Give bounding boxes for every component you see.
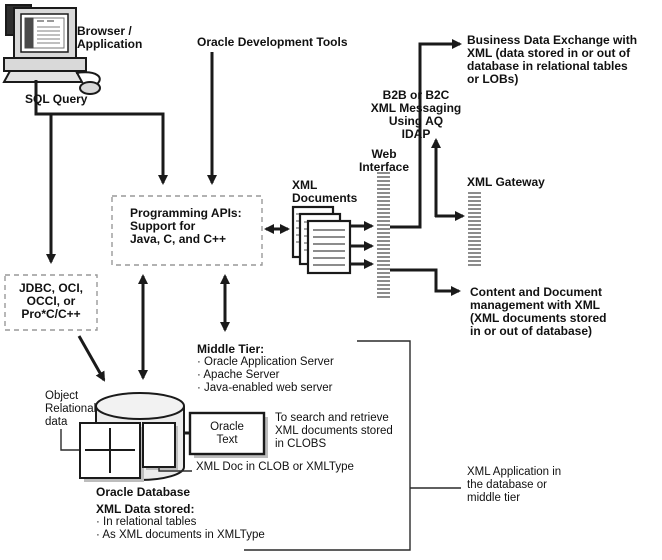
clob-label-pointer [158, 467, 192, 472]
oracle-dev-tools-label: Oracle Development Tools [197, 35, 348, 49]
xml-documents-icon [291, 205, 352, 275]
arrow-jdbc-to-database [77, 335, 106, 382]
sql-query-label: SQL Query [25, 92, 88, 106]
xml-documents-label: XML Documents [292, 178, 358, 205]
xml-data-stored-title: XML Data stored: [96, 502, 195, 516]
browser-window-glyph [24, 17, 65, 49]
middle-tier-title: Middle Tier: [197, 342, 265, 356]
object-relational-pointer [60, 429, 79, 451]
web-interface-label: Web Interface [358, 147, 410, 174]
clob-doc-icon [142, 422, 178, 470]
jdbc-box [4, 274, 98, 331]
xml-gateway-label: XML Gateway [467, 175, 545, 189]
browser-application-label: Browser / Application [77, 24, 143, 51]
object-relational-label: Object Relational data [45, 390, 97, 428]
content-management-label: Content and Document management with XML… [470, 285, 607, 338]
oracle-text-box [188, 411, 268, 458]
search-retrieve-label: To search and retrieve XML documents sto… [275, 412, 393, 450]
arrow-sql-to-apis [34, 80, 168, 185]
middle-tier-items: · Oracle Application Server · Apache Ser… [197, 356, 334, 394]
bracket [244, 340, 411, 551]
business-data-exchange-label: Business Data Exchange with XML (data st… [467, 33, 638, 86]
programming-apis-box [111, 195, 263, 266]
b2b-messaging-label: B2B or B2C XML Messaging Using AQ IDAP [370, 88, 462, 141]
relational-table-icon [79, 422, 144, 482]
arrow-web-to-content [389, 268, 461, 296]
connector-lines [34, 39, 465, 438]
oracle-database-label: Oracle Database [96, 485, 191, 499]
arrow-web-to-business-exchange [389, 39, 462, 229]
computer-icon [2, 4, 101, 95]
jdbc-label: JDBC, OCI, OCCI, or Pro*C/C++ [18, 281, 83, 321]
reference-lines [60, 340, 461, 551]
oracle-text-label: Oracle Text [210, 421, 244, 446]
web-interface-bar [377, 172, 390, 298]
xml-doc-clob-label: XML Doc in CLOB or XMLType [196, 461, 354, 473]
programming-apis-label: Programming APIs: Support for Java, C, a… [130, 206, 242, 246]
xml-data-stored-items: · In relational tables · As XML document… [96, 516, 265, 541]
xml-gateway-bar [468, 192, 481, 266]
xml-application-label: XML Application in the database or middl… [467, 466, 562, 504]
